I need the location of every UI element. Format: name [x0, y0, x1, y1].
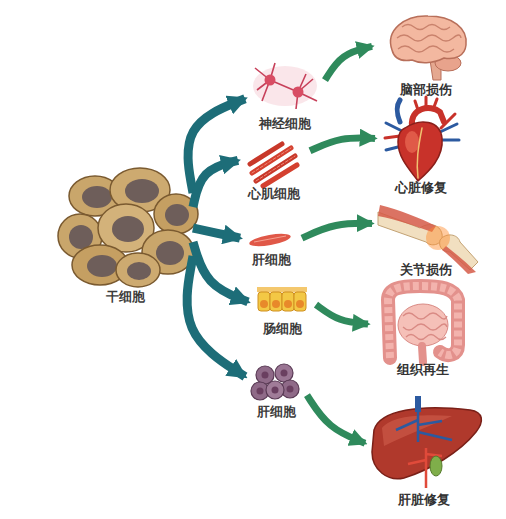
liver-cell-art	[251, 364, 299, 400]
node-label: 肝细胞	[252, 252, 291, 268]
cerebrum	[391, 16, 467, 63]
cell-nucleus	[165, 204, 189, 226]
neuron-body	[265, 75, 276, 86]
flow-arrow	[325, 46, 372, 80]
flow-arrow	[193, 242, 248, 302]
liver-art	[372, 396, 481, 488]
cell-nucleus	[272, 387, 279, 394]
cell-nucleus	[262, 372, 269, 379]
hepatocyte	[266, 381, 284, 399]
node-label: 神经细胞	[259, 116, 311, 132]
flow-arrow	[307, 395, 365, 443]
neuron-body	[293, 87, 304, 98]
organ-target: 脑部损伤	[372, 12, 480, 98]
hepatocyte	[275, 364, 293, 382]
flow-arrow	[187, 256, 245, 377]
node-label: 心脏修复	[395, 180, 447, 196]
artery	[408, 448, 442, 488]
flow-arrow	[188, 99, 245, 193]
heart-highlight	[405, 131, 419, 153]
brain-art	[391, 16, 467, 80]
cell-nucleus	[281, 370, 288, 377]
cell-nucleus	[125, 179, 159, 203]
node-label: 干细胞	[106, 289, 145, 305]
cell-nucleus	[260, 300, 268, 308]
intestine-coil	[403, 313, 447, 340]
cell-nucleus	[272, 300, 280, 308]
cell-nucleus	[127, 262, 151, 280]
flow-arrow	[310, 138, 375, 151]
epithelial-cell	[294, 292, 306, 311]
fiber-stripes	[252, 148, 295, 181]
cell-nucleus	[257, 388, 264, 395]
microvilli	[257, 287, 307, 292]
coronary-vessel	[417, 128, 422, 178]
stem-cell	[116, 253, 160, 287]
organ-target: 组织再生	[368, 280, 478, 378]
node-label: 肝细胞	[257, 404, 296, 420]
cell-cluster: 干细胞	[58, 165, 193, 305]
cell-nucleus	[112, 216, 144, 242]
cell-type: 心肌细胞	[238, 138, 310, 202]
nerve-cell-art	[253, 63, 317, 109]
vena-cava	[415, 396, 421, 412]
node-label: 脑部损伤	[400, 82, 452, 98]
rectum	[422, 346, 423, 362]
node-label: 心肌细胞	[248, 186, 300, 202]
heart-art	[385, 97, 459, 181]
cell-type: 肝细胞	[245, 358, 307, 420]
cell-type: 肝细胞	[240, 222, 302, 268]
cell-nucleus	[69, 225, 93, 249]
dendrite	[255, 63, 317, 109]
cell-nucleus	[296, 300, 304, 308]
cell-nucleus	[287, 386, 294, 393]
spindle-cell	[248, 231, 291, 248]
epithelial-cell	[258, 292, 270, 311]
cell-nucleus	[82, 186, 112, 208]
stem-cell-cluster	[58, 168, 198, 287]
heart-body	[398, 122, 442, 181]
injury-glow	[426, 226, 450, 250]
organ-target: 心脏修复	[375, 100, 467, 196]
flow-arrow	[302, 223, 372, 238]
node-label: 肝脏修复	[398, 492, 450, 508]
flow-arrow	[193, 160, 238, 207]
epithelial-cell	[270, 292, 282, 311]
cell-nucleus	[87, 255, 117, 277]
node-label: 组织再生	[397, 362, 449, 378]
flow-arrow	[193, 228, 240, 238]
cell-type: 神经细胞	[245, 58, 325, 132]
intestine-art	[388, 286, 458, 362]
muscle	[378, 205, 436, 232]
intestinal-cell-art	[257, 287, 307, 311]
gallbladder	[430, 456, 442, 476]
vein	[397, 100, 400, 122]
brain-gyri	[397, 25, 461, 53]
node-label: 关节损伤	[400, 262, 452, 278]
organ-target: 肝脏修复	[365, 400, 483, 508]
flow-arrow	[316, 305, 368, 325]
cell-type: 肠细胞	[248, 283, 316, 337]
organ-target: 关节损伤	[372, 200, 480, 278]
cell-nucleus	[156, 241, 184, 265]
cell-highlight	[254, 236, 286, 242]
muscle-cell-art	[248, 231, 291, 248]
cardiac-cell-art	[250, 144, 297, 186]
muscle-fiber	[263, 165, 297, 186]
node-label: 肠细胞	[263, 321, 302, 337]
small-intestine	[398, 304, 448, 346]
cell-nucleus	[284, 300, 292, 308]
epithelial-cell	[282, 292, 294, 311]
vein	[396, 410, 452, 442]
